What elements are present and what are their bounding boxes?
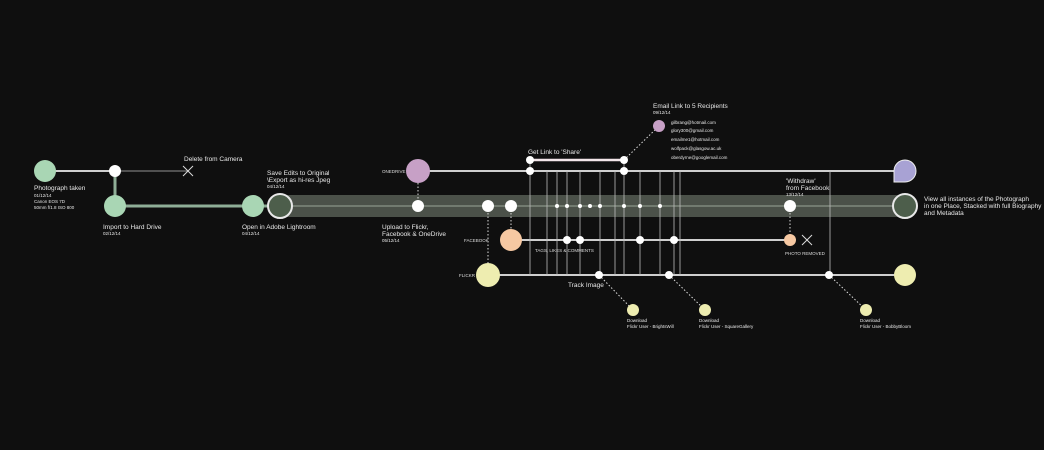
download-title: Download	[627, 318, 648, 323]
email-date: 09/12/14	[653, 110, 671, 115]
delete-x-icon	[182, 165, 194, 177]
tags-label: TAGS, LIKES & COMMENTS	[535, 248, 594, 253]
withdraw-date: 13/12/14	[786, 192, 804, 197]
download-title: Download	[699, 318, 720, 323]
download-user: Flickr User - BobbyBloom	[860, 324, 911, 329]
download-node[interactable]	[699, 304, 711, 316]
download-user: Flickr User - BrightsWill	[627, 324, 674, 329]
photo-taken-camera: Canon EOS 7D	[34, 199, 66, 204]
email-recipient: glory300@gmail.com	[671, 128, 714, 133]
download-user: Flickr User - SquareGallery	[699, 324, 754, 329]
split-node[interactable]	[109, 165, 121, 177]
lightroom-date: 04/12/14	[242, 231, 260, 236]
lightroom-title: Open in Adobe Lightroom	[242, 224, 316, 231]
import-title: Import to Hard Drive	[103, 224, 162, 231]
email-title: Email Link to 5 Recipients	[653, 103, 729, 110]
facebook-node[interactable]	[500, 229, 522, 251]
email-recipient: emailme1@hotmail.com	[671, 137, 720, 142]
upload-date: 05/12/14	[382, 238, 400, 243]
view-all-line1: View all instances of the Photograph	[924, 196, 1029, 203]
view-all-line3: and Metadata	[924, 210, 964, 217]
facebook-label: FACEBOOK	[464, 238, 489, 243]
event-dots[interactable]	[412, 156, 833, 279]
flickr-label: FLICKR	[459, 273, 476, 278]
email-node[interactable]	[653, 120, 665, 132]
upload-line2: Facebook & OneDrive	[382, 231, 446, 238]
removed-x-icon	[801, 234, 813, 246]
save-title: Save Edits to Original	[267, 170, 330, 177]
view-all-node[interactable]	[892, 193, 918, 219]
flickr-end-node[interactable]	[894, 264, 916, 286]
save-line2: \Export as hi-res Jpeg	[267, 177, 331, 184]
download-title: Download	[860, 318, 881, 323]
email-recipient: gilbrang@hotmail.com	[671, 120, 716, 125]
photo-taken-lens: 50mm f/1.8 ISO 800	[34, 205, 75, 210]
onedrive-label: ONEDRIVE	[382, 169, 406, 174]
photo-taken-node[interactable]	[34, 160, 56, 182]
upload-line1: Upload to Flickr,	[382, 224, 429, 231]
photo-removed-node[interactable]	[784, 234, 796, 246]
share-label: Get Link to 'Share'	[528, 149, 581, 156]
photo-removed-label: PHOTO REMOVED	[785, 251, 826, 256]
withdraw-line2: from Facebook	[786, 185, 830, 192]
flickr-node[interactable]	[476, 263, 500, 287]
onedrive-node[interactable]	[406, 159, 430, 183]
view-all-line2: in one Place, Stacked with full Biograph…	[924, 203, 1042, 210]
import-node[interactable]	[104, 195, 126, 217]
download-node[interactable]	[860, 304, 872, 316]
onedrive-end-node[interactable]	[893, 159, 917, 183]
activity-verticals	[529, 160, 831, 275]
email-recipient: wolfpack@glasgow.ac.uk	[671, 146, 722, 151]
email-recipient: oberdyrne@googlemail.com	[671, 155, 728, 160]
photo-taken-title: Photograph taken	[34, 185, 86, 192]
download-node[interactable]	[627, 304, 639, 316]
track-label: Track Image	[568, 282, 604, 289]
lightroom-node[interactable]	[242, 195, 264, 217]
save-date: 04/12/14	[267, 184, 285, 189]
withdraw-line1: 'Withdraw'	[786, 178, 816, 185]
import-date: 02/12/14	[103, 231, 121, 236]
save-edits-node[interactable]	[267, 193, 293, 219]
photo-taken-date: 01/12/14	[34, 193, 52, 198]
delete-label: Delete from Camera	[184, 156, 243, 163]
